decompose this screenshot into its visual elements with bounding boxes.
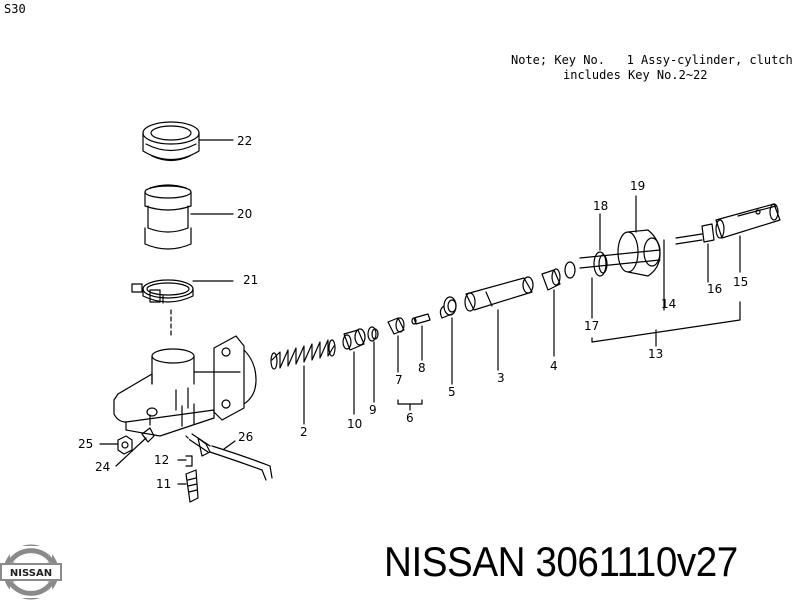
part-12-clip (185, 455, 193, 467)
callout-7: 7 (395, 373, 403, 387)
part-4-stopper (541, 268, 561, 291)
part-11-screw (185, 469, 199, 503)
callout-9: 9 (369, 403, 377, 417)
callout-2: 2 (300, 425, 308, 439)
part-16-nut (701, 223, 715, 243)
callout-26: 26 (238, 430, 253, 444)
callout-15: 15 (733, 275, 748, 289)
callout-17: 17 (584, 319, 599, 333)
callout-24: 24 (95, 460, 110, 474)
part-24-washer (141, 427, 155, 443)
callout-19: 19 (630, 179, 645, 193)
callout-3: 3 (497, 371, 505, 385)
part-22-reservoir-cap (142, 121, 200, 162)
callout-16: 16 (707, 282, 722, 296)
part-17-ring (564, 261, 576, 279)
part-19-dust-boot (617, 229, 661, 277)
part-10-spring-seat (342, 328, 366, 351)
part-5-cup (439, 296, 457, 319)
callout-10: 10 (347, 417, 362, 431)
note-line-2: includes Key No.2~22 (563, 68, 708, 82)
callout-20: 20 (237, 207, 252, 221)
callout-12: 12 (154, 453, 169, 467)
callout-4: 4 (550, 359, 558, 373)
part-7-piston (387, 317, 405, 335)
part-2-spring (270, 339, 336, 370)
callout-11: 11 (156, 477, 171, 491)
master-cylinder-body (113, 335, 257, 437)
part-3-piston-rod (464, 276, 534, 312)
part-21-clamp (131, 279, 194, 304)
push-rod (579, 233, 703, 311)
note-line-1: Note; Key No. 1 Assy-cylinder, clutch (511, 53, 793, 67)
nissan-logo: NISSAN (0, 544, 62, 600)
group-13-bracket (591, 301, 741, 343)
callout-22: 22 (237, 134, 252, 148)
logo-wordmark: NISSAN (10, 568, 52, 579)
callout-5: 5 (448, 385, 456, 399)
callout-18: 18 (593, 199, 608, 213)
part-25-bleeder (117, 435, 133, 455)
part-26-pipe (185, 433, 273, 481)
part-9-cup (367, 326, 379, 342)
callout-25: 25 (78, 437, 93, 451)
part-20-reservoir (144, 184, 192, 250)
part-8-pin (411, 313, 431, 325)
callout-14: 14 (661, 297, 676, 311)
callout-8: 8 (418, 361, 426, 375)
part-18-snap-ring (593, 251, 608, 277)
callout-21: 21 (243, 273, 258, 287)
callout-6: 6 (406, 411, 414, 425)
part-number-caption: NISSAN 3061110v27 (384, 538, 738, 585)
callout-13: 13 (648, 347, 663, 361)
part-15-clevis (715, 203, 781, 239)
page-code: S30 (4, 2, 26, 16)
